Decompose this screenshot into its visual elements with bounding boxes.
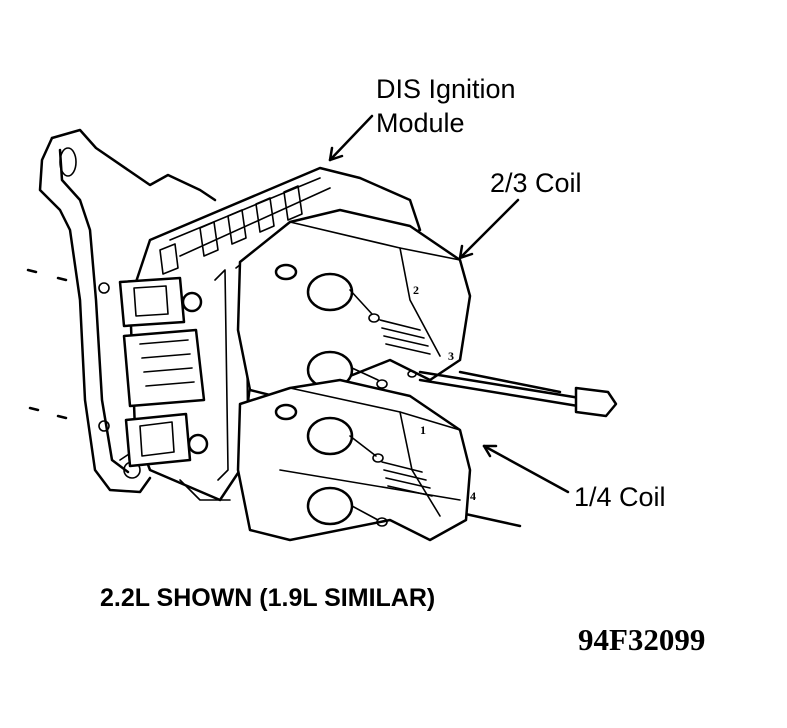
terminal-1-label: 1 <box>420 423 426 437</box>
coil-1-4: 1 4 <box>236 378 476 542</box>
module-connectors <box>118 276 209 468</box>
leader-lines <box>328 114 570 494</box>
mounting-bracket <box>38 128 217 494</box>
spark-plug-wire <box>418 370 618 418</box>
figure-id: 94F32099 <box>578 622 705 657</box>
coil-2-3: 2 3 <box>236 208 472 402</box>
module-label-line1: DIS Ignition <box>376 74 516 104</box>
coil-1-4-label: 1/4 Coil <box>574 482 666 512</box>
module-label-line2: Module <box>376 108 465 138</box>
figure-caption: 2.2L SHOWN (1.9L SIMILAR) <box>100 584 435 612</box>
terminal-3-label: 3 <box>448 349 454 363</box>
coil-2-3-label: 2/3 Coil <box>490 168 582 198</box>
terminal-4-label: 4 <box>470 489 476 503</box>
terminal-2-label: 2 <box>413 283 419 297</box>
